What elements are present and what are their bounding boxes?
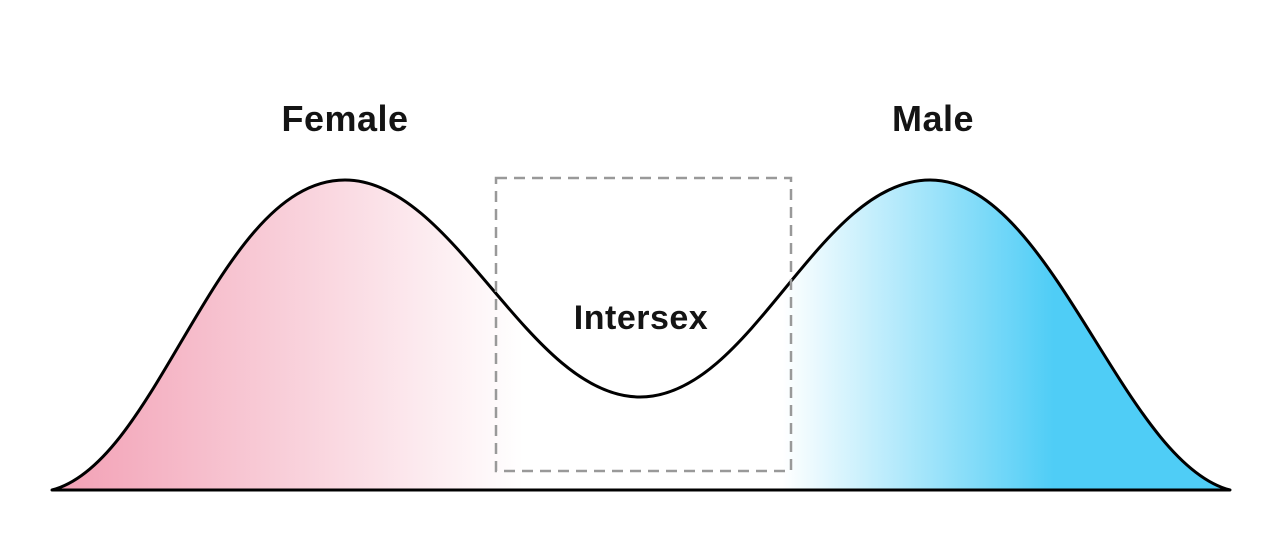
- male-label: Male: [891, 98, 975, 139]
- female-label: Female: [281, 98, 409, 139]
- intersex-label: Intersex: [573, 299, 709, 337]
- bimodal-curve: [50, 178, 1232, 492]
- intersex-region-box: [494, 176, 793, 473]
